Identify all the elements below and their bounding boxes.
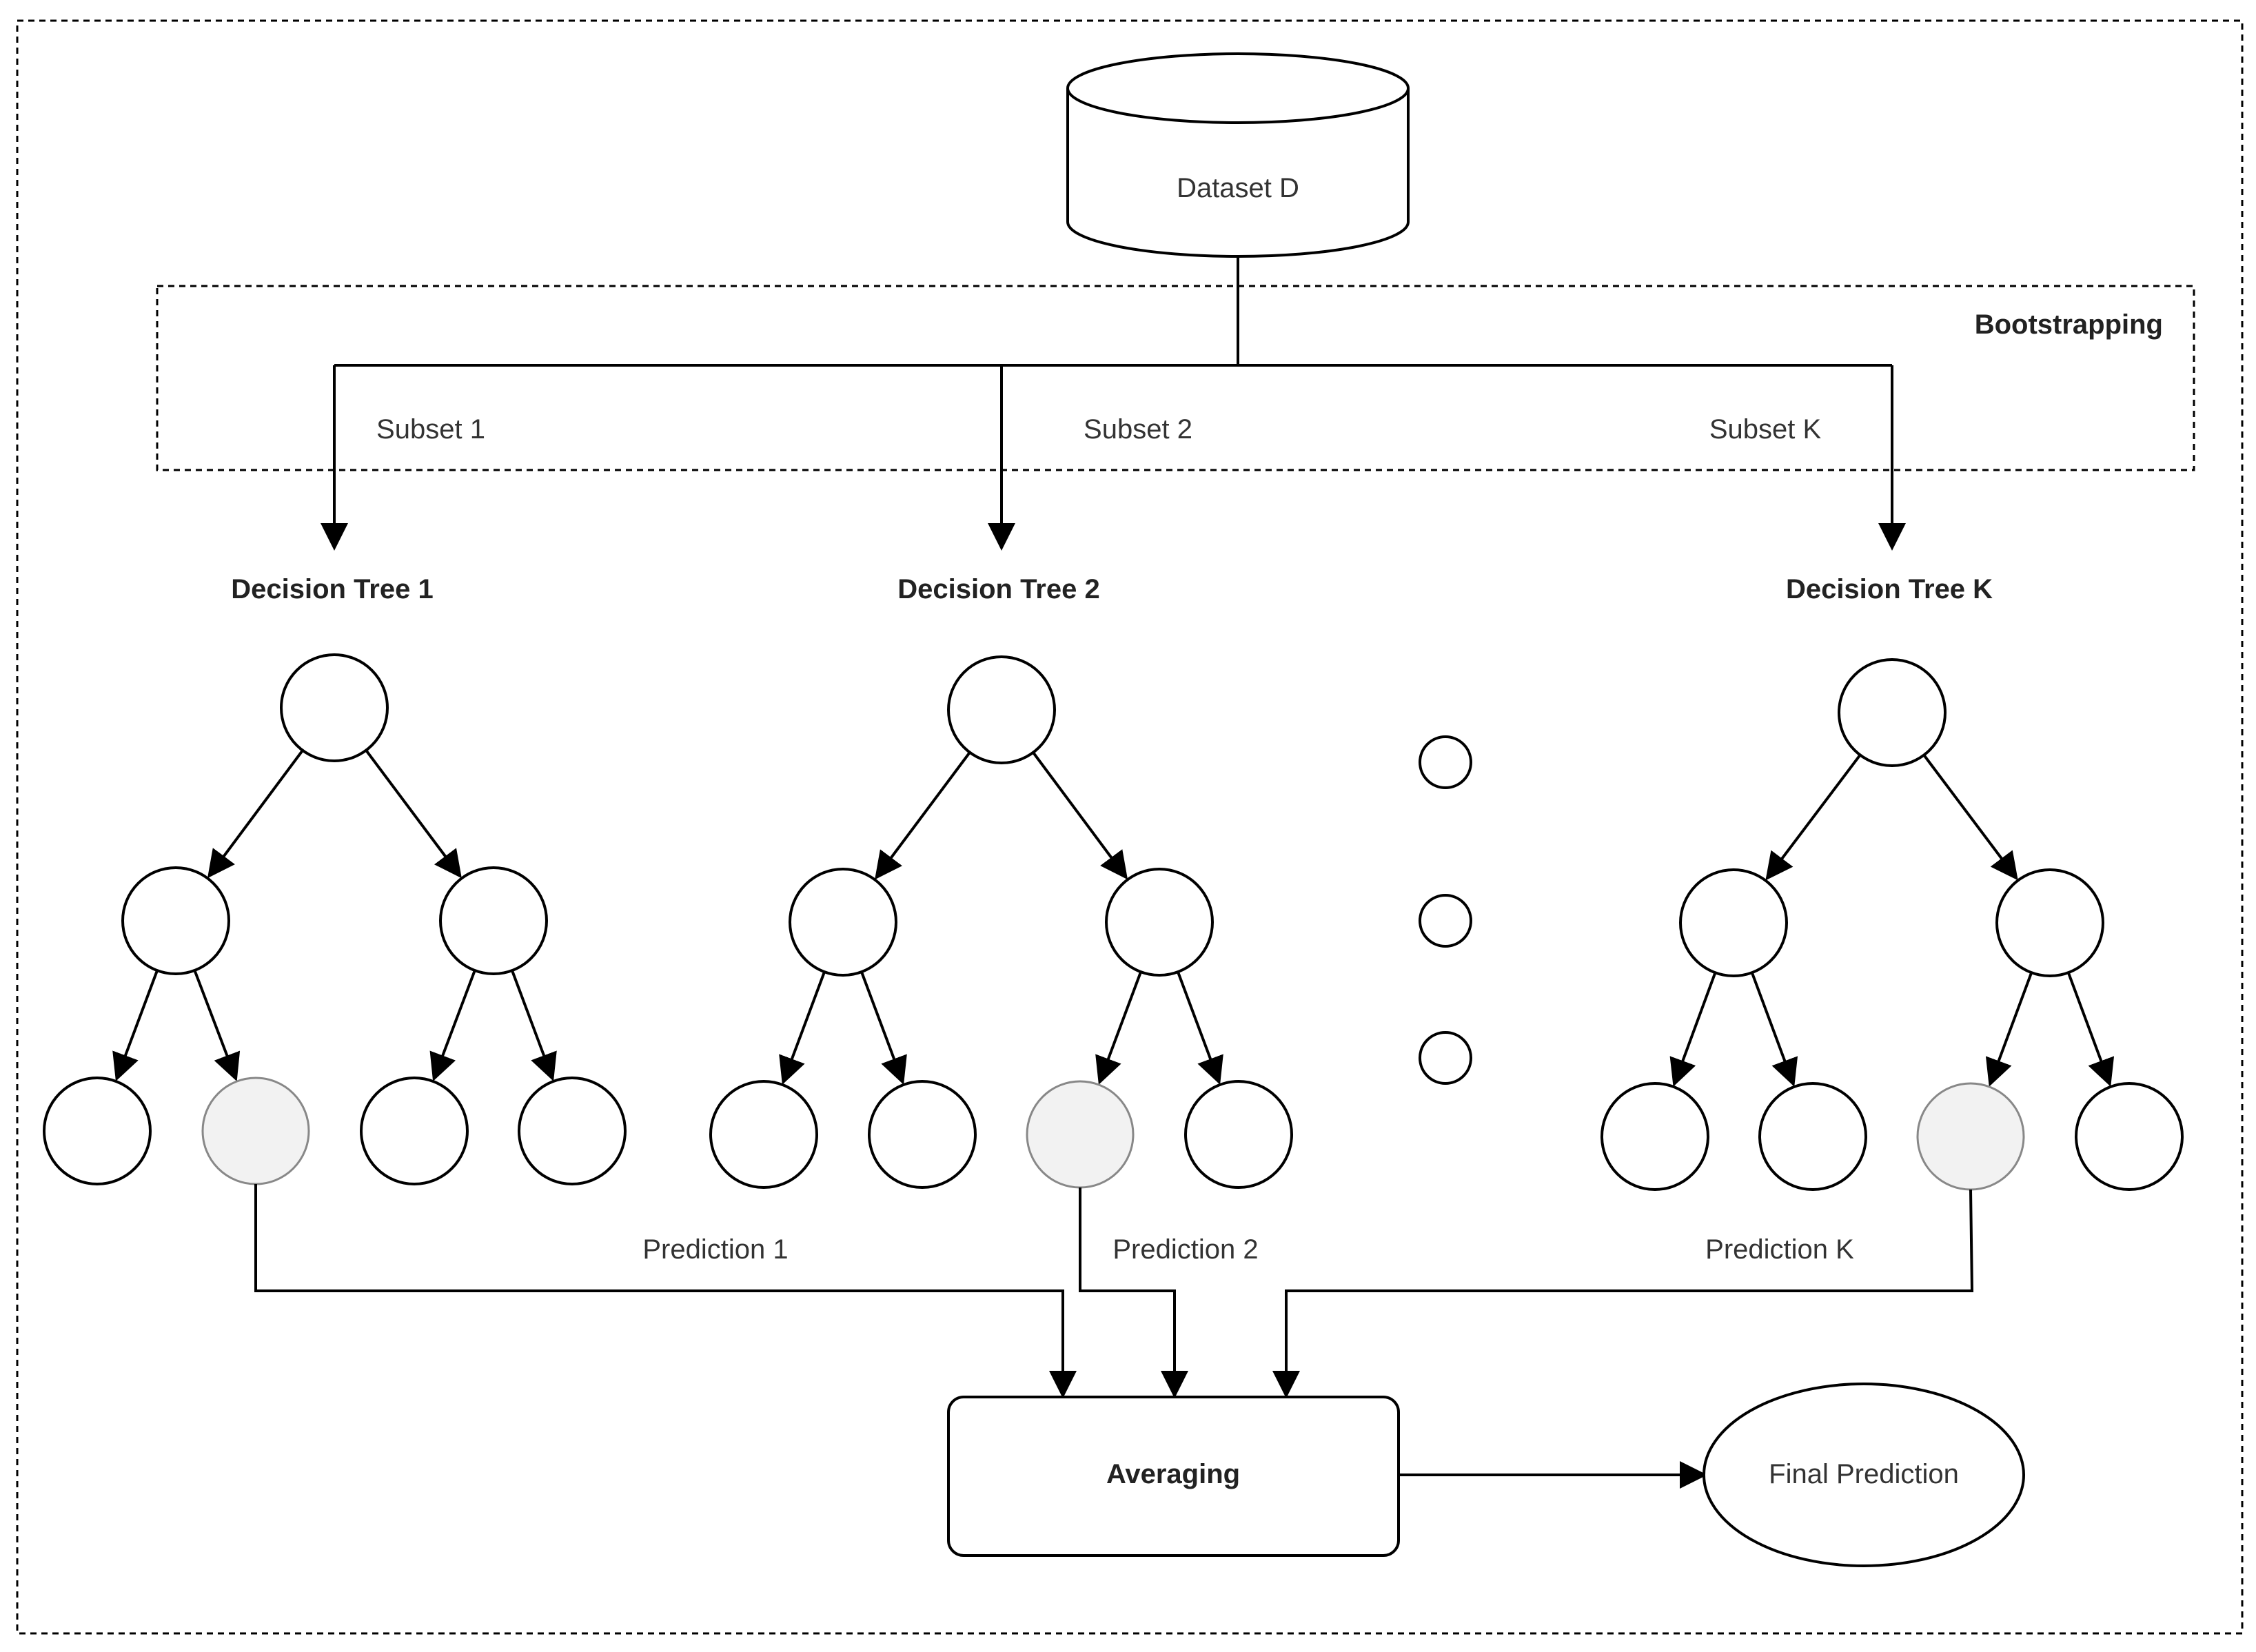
- tree-edge: [1750, 972, 1798, 1087]
- tree-edge: [1032, 751, 1128, 880]
- tree-internal-node: [1679, 868, 1788, 977]
- subset-label: Subset 2: [1084, 414, 1192, 445]
- tree-internal-node: [1995, 868, 2104, 977]
- subset-label: Subset K: [1709, 414, 1822, 445]
- tree-leaf-node: [2075, 1082, 2184, 1191]
- tree-edge: [779, 971, 826, 1085]
- tree-title: Decision Tree K: [1786, 574, 1993, 604]
- dataset-cylinder: [1066, 52, 1410, 258]
- bootstrap-connectors: [321, 256, 1906, 551]
- tree-leaf-node: [518, 1077, 627, 1185]
- tree-edge: [429, 970, 476, 1081]
- tree-edge: [1985, 972, 2033, 1087]
- tree-edge: [207, 749, 304, 879]
- tree-title: Decision Tree 2: [897, 574, 1099, 604]
- tree-leaf-node: [1758, 1082, 1867, 1191]
- prediction-label: Prediction 1: [642, 1234, 788, 1265]
- tree-edge: [1765, 754, 1862, 881]
- tree-edge: [1922, 754, 2018, 881]
- tree-internal-node: [1105, 868, 1214, 977]
- tree-prediction-leaf: [1916, 1082, 2025, 1191]
- tree-edge: [1095, 971, 1142, 1085]
- tree-edge: [112, 970, 159, 1081]
- tree-internal-node: [789, 868, 897, 977]
- ellipsis-dot: [1419, 1031, 1472, 1085]
- tree-internal-node: [439, 866, 548, 975]
- tree-leaf-node: [868, 1080, 977, 1189]
- tree-root-node: [280, 653, 389, 762]
- tree-title: Decision Tree 1: [231, 574, 433, 604]
- trees-layer: [43, 653, 2184, 1191]
- tree-leaf-node: [1184, 1080, 1293, 1189]
- tree-prediction-leaf: [1026, 1080, 1135, 1189]
- tree-internal-node: [121, 866, 230, 975]
- tree-leaf-node: [709, 1080, 818, 1189]
- tree-edge: [1177, 971, 1223, 1085]
- tree-edge: [365, 749, 462, 879]
- prediction-label: Prediction 2: [1112, 1234, 1258, 1265]
- final-prediction-label: Final Prediction: [1769, 1459, 1959, 1489]
- bootstrapping-region: [156, 285, 2195, 471]
- dataset-label: Dataset D: [1177, 173, 1299, 203]
- subset-label: Subset 1: [376, 414, 485, 445]
- tree-edge: [2066, 972, 2115, 1087]
- tree-edge: [511, 970, 557, 1081]
- prediction-label: Prediction K: [1705, 1234, 1854, 1265]
- bootstrapping-label: Bootstrapping: [1975, 309, 2163, 340]
- tree-edge: [860, 971, 907, 1085]
- tree-edge: [193, 970, 241, 1082]
- tree-leaf-node: [1600, 1082, 1709, 1191]
- tree-leaf-node: [43, 1077, 152, 1185]
- ellipsis-dot: [1419, 735, 1472, 789]
- prediction-connectors: [254, 1184, 1974, 1398]
- tree-root-node: [1838, 658, 1947, 767]
- tree-leaf-node: [360, 1077, 469, 1185]
- tree-edge: [875, 751, 971, 880]
- averaging-label: Averaging: [1106, 1459, 1240, 1489]
- tree-edge: [1669, 972, 1717, 1087]
- final-prediction-ellipse: [1703, 1383, 2025, 1567]
- tree-root-node: [947, 655, 1056, 764]
- ellipsis-dot: [1419, 894, 1472, 948]
- tree-prediction-leaf: [201, 1077, 310, 1185]
